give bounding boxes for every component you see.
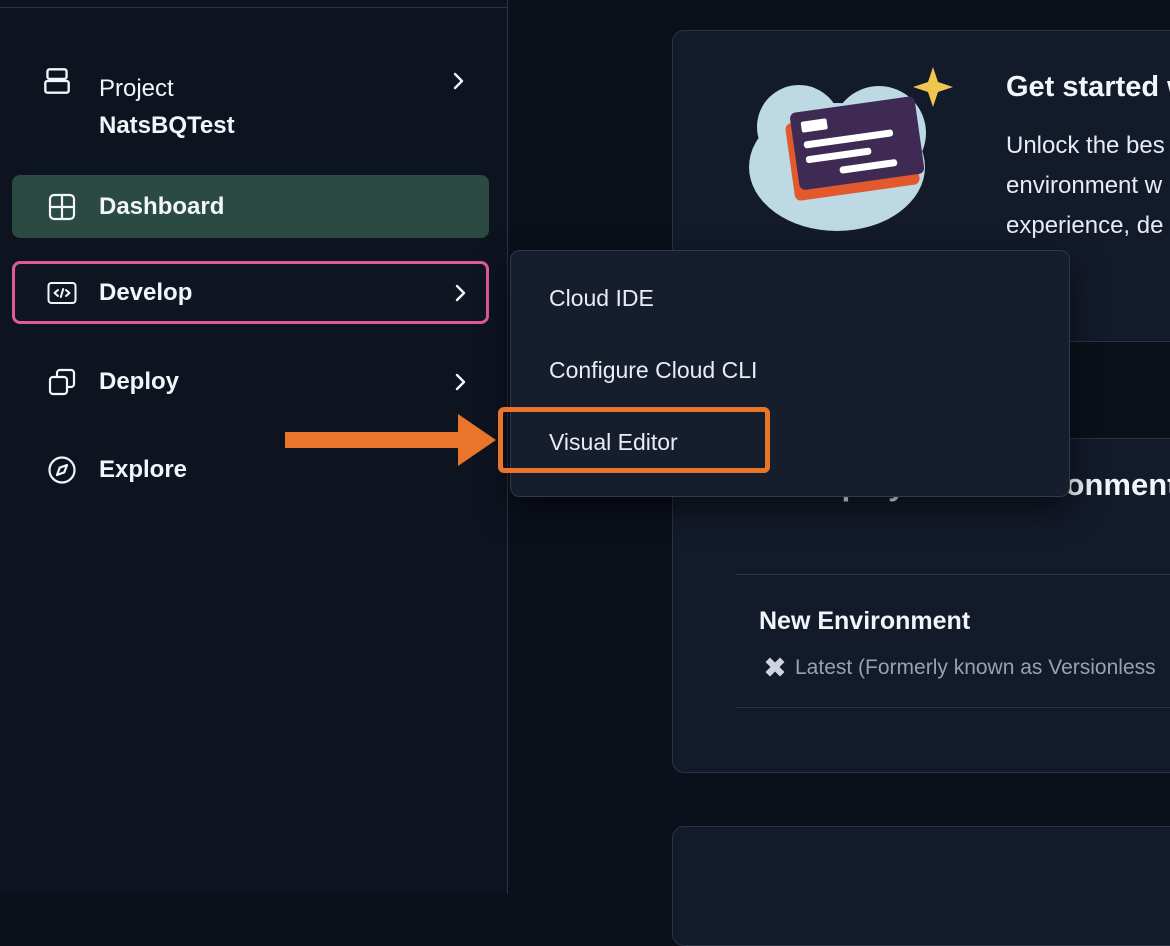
get-started-text-line: environment w (1006, 172, 1163, 199)
get-started-card: Get started w Unlock the bes environment… (672, 30, 1170, 342)
develop-flyout-menu: Cloud IDE Configure Cloud CLI Visual Edi… (510, 250, 1070, 497)
arrow-annotation (285, 432, 458, 448)
ide-illustration (737, 55, 967, 250)
project-icon (40, 64, 74, 98)
chevron-right-icon (446, 69, 470, 93)
environment-version-label: Latest (Formerly known as Versionless (795, 656, 1156, 679)
sidebar-item-label: Explore (99, 455, 188, 483)
deploy-icon (46, 366, 78, 398)
get-started-text-line: Unlock the bes (1006, 132, 1165, 159)
sidebar-item-deploy[interactable]: Deploy (12, 350, 489, 413)
environment-list-item[interactable]: New Environment Latest (Formerly known a… (673, 589, 1170, 699)
sparkle-icon (913, 67, 953, 107)
project-name: NatsBQTest (99, 112, 235, 139)
develop-icon (46, 277, 78, 309)
sidebar-top-divider (0, 7, 508, 8)
dashboard-icon (46, 191, 78, 223)
sidebar-item-explore[interactable]: Explore (12, 438, 489, 501)
sidebar-item-develop[interactable]: Develop (12, 261, 489, 324)
sidebar-item-label: Dashboard (99, 192, 225, 220)
divider (736, 574, 1170, 575)
menu-item-configure-cloud-cli[interactable]: Configure Cloud CLI (549, 356, 758, 383)
sidebar-item-dashboard[interactable]: Dashboard (12, 175, 489, 238)
chevron-right-icon (448, 370, 472, 394)
project-selector[interactable]: Project NatsBQTest (0, 28, 508, 139)
arrow-head-annotation (458, 414, 496, 466)
bottom-card (672, 826, 1170, 946)
menu-item-cloud-ide[interactable]: Cloud IDE (549, 284, 654, 311)
sidebar-item-label: Deploy (99, 367, 180, 395)
versionless-icon (763, 655, 787, 679)
project-label: Project (99, 75, 174, 102)
chevron-right-icon (448, 281, 472, 305)
divider (736, 707, 1170, 708)
sidebar-item-label: Develop (99, 278, 193, 306)
explore-icon (46, 454, 78, 486)
get-started-text-line: experience, de (1006, 212, 1164, 239)
menu-item-visual-editor[interactable]: Visual Editor (549, 428, 678, 455)
environment-name: New Environment (759, 607, 971, 635)
get-started-title: Get started w (1006, 71, 1170, 103)
